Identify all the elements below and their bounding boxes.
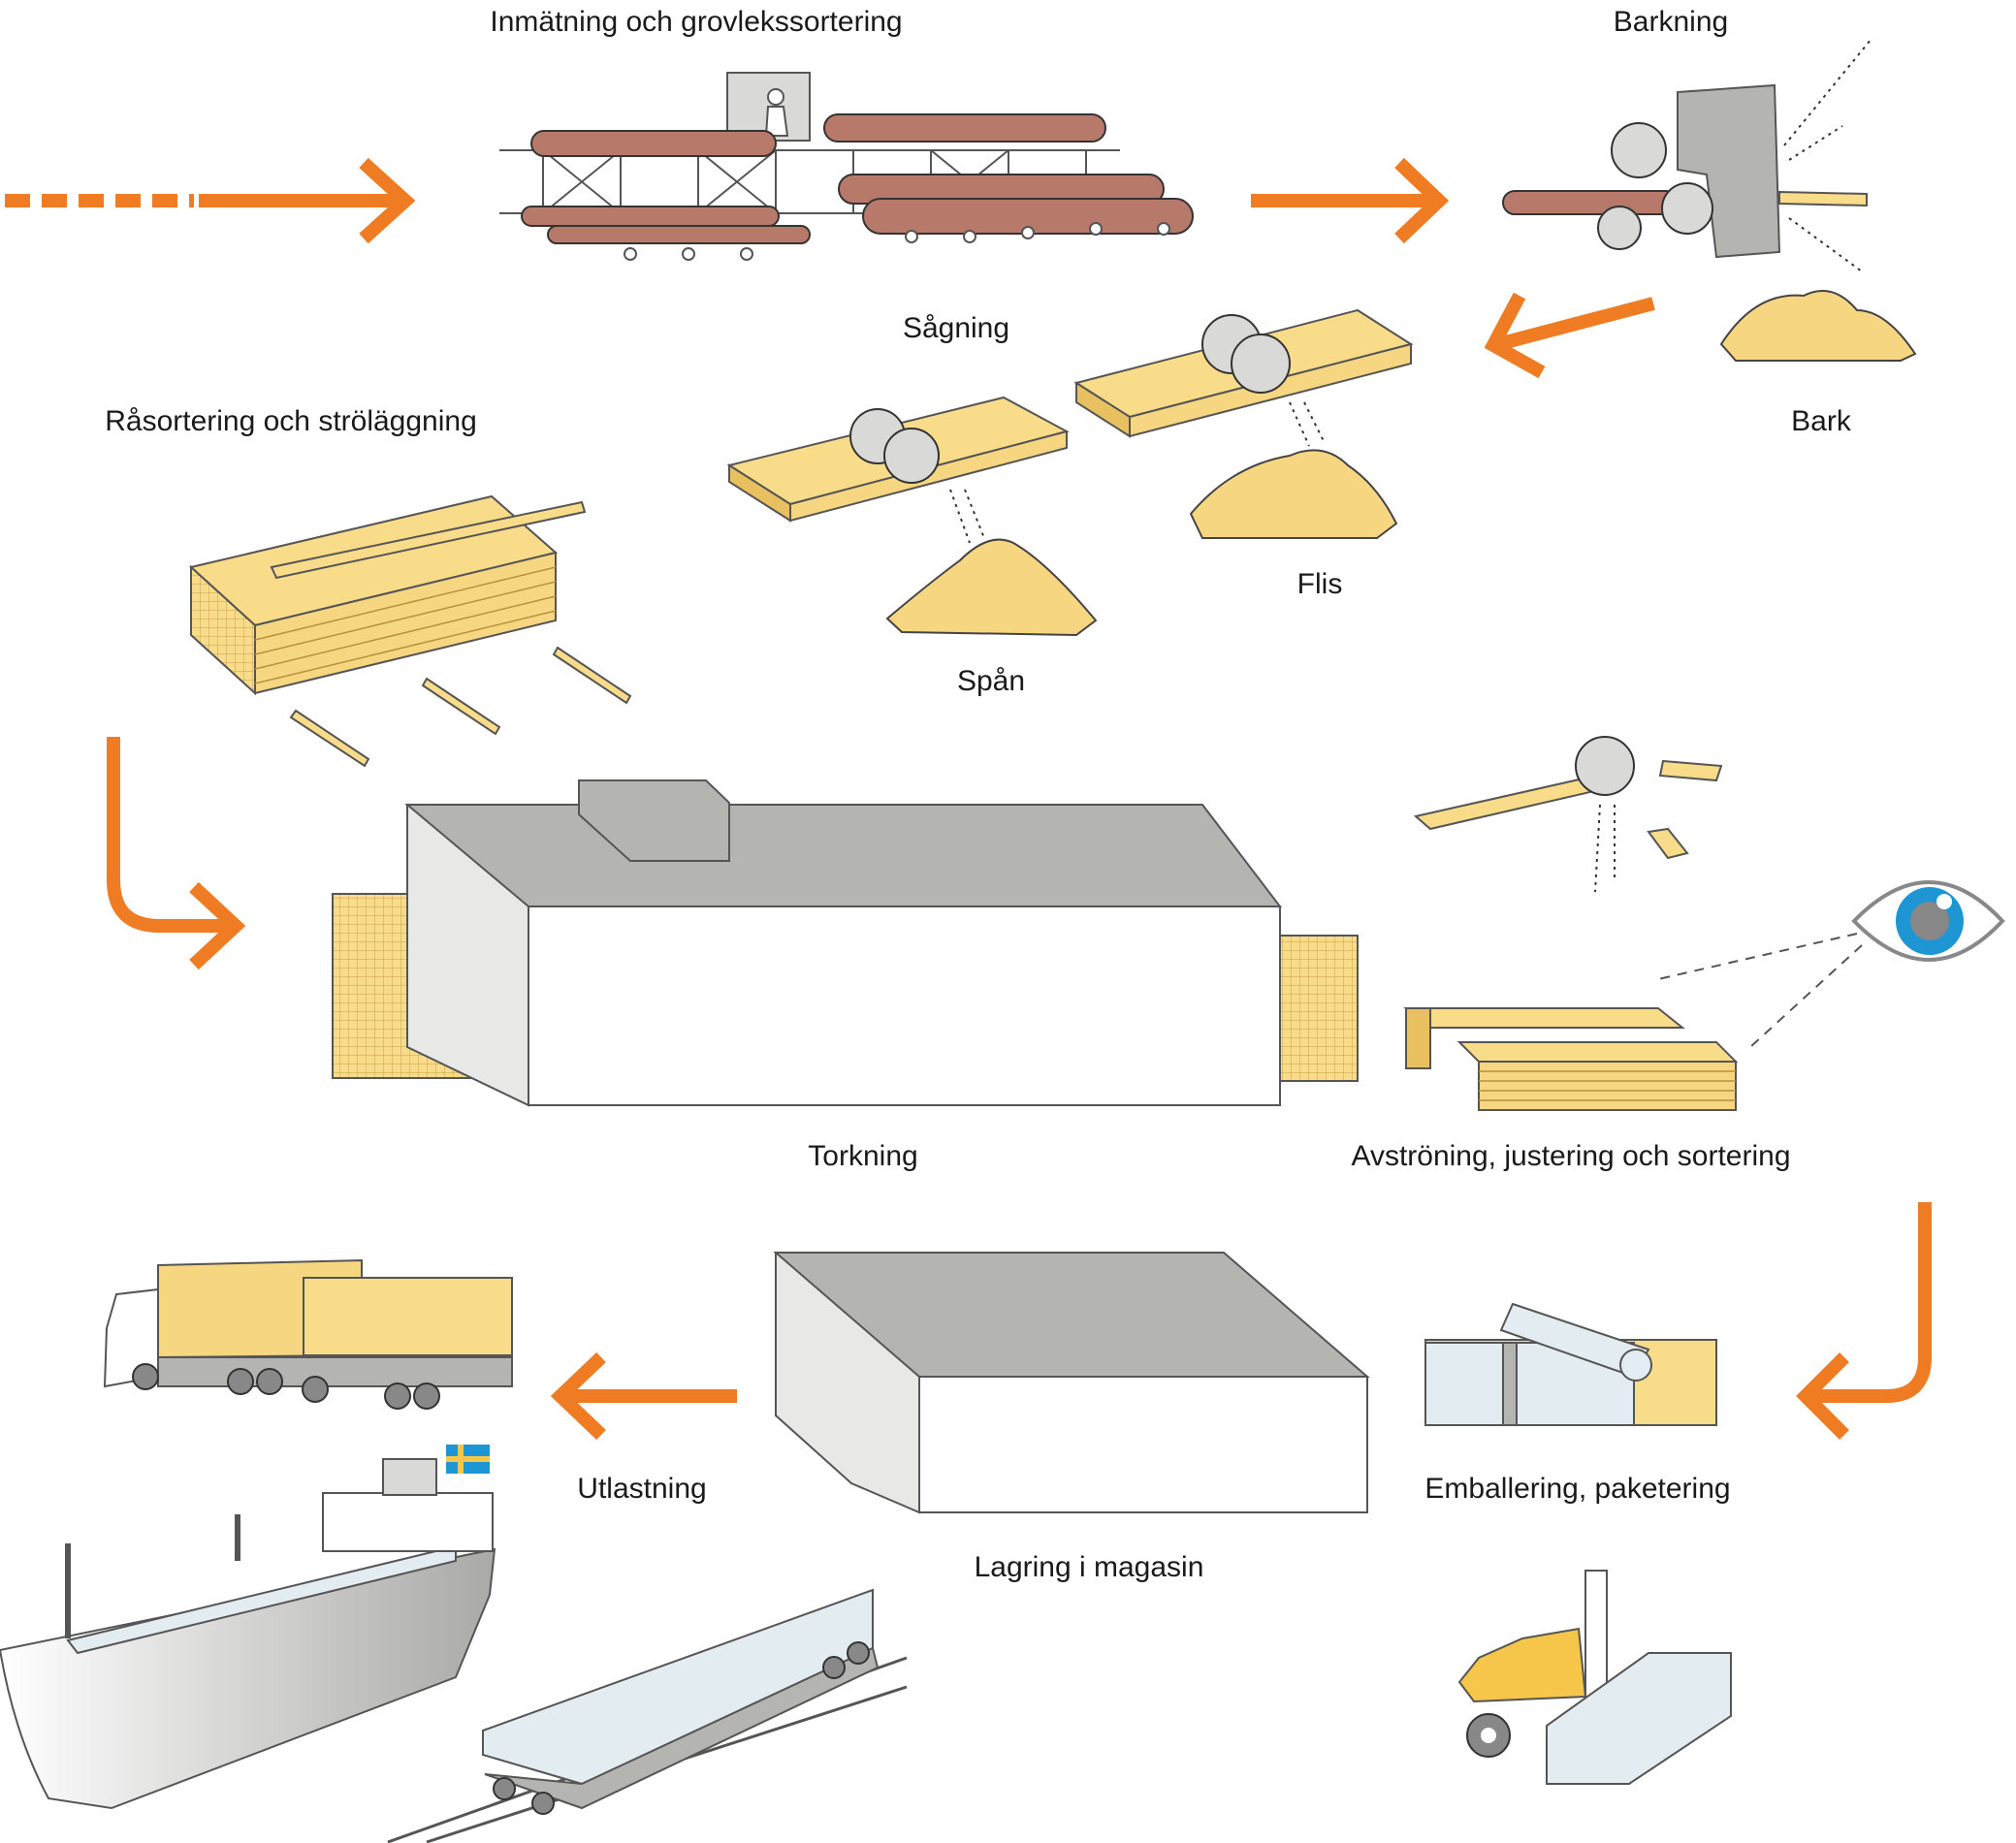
label-rough-sorting: Råsortering och ströläggning [105,405,477,437]
arrow-to-packaging-head [1796,1352,1849,1440]
sorted-lumber [1403,1007,1739,1111]
label-chips: Flis [1296,568,1343,600]
arrow-to-drying [107,737,233,933]
eye-icon [1657,880,2005,1048]
intake-illustration [499,72,1194,261]
debarking-illustration [1502,38,1872,272]
arrow-to-debarking-head [1394,157,1450,244]
label-bark: Bark [1791,405,1851,437]
arrow-to-intake-head [359,157,416,244]
bark-pile [1719,290,1917,362]
flow-arrows [5,157,1932,1441]
sawing-illustration [726,308,1414,544]
label-intake: Inmätning och grovlekssortering [490,6,903,38]
arrow-to-loading-head [550,1351,606,1441]
label-loading: Utlastning [577,1473,707,1505]
label-debarking: Barkning [1613,6,1729,38]
arrow-to-sawing-head [1484,292,1546,379]
arrow-to-sawing [1496,297,1655,351]
shavings-pile [885,538,1098,637]
ship-illustration [0,1445,496,1810]
arrow-to-drying-head [189,881,246,970]
chips-pile [1189,449,1398,539]
drying-kiln [332,779,1359,1107]
storage-shed [773,1252,1370,1514]
trimming-illustration [1413,736,1723,893]
label-sawing: Sågning [902,312,1010,344]
label-packaging: Emballering, paketering [1424,1473,1731,1505]
arrow-to-packaging [1804,1202,1932,1403]
label-trimming-sorting: Avströning, justering och sortering [1351,1140,1791,1172]
label-shavings: Spån [956,665,1026,697]
packaging-illustration [1424,1302,1717,1426]
train-illustration [387,1588,908,1843]
label-drying: Torkning [808,1140,918,1172]
lumber-stack [188,494,632,768]
truck-illustration [103,1258,513,1410]
label-storage: Lagring i magasin [974,1551,1204,1583]
forklift-illustration [1457,1570,1732,1785]
